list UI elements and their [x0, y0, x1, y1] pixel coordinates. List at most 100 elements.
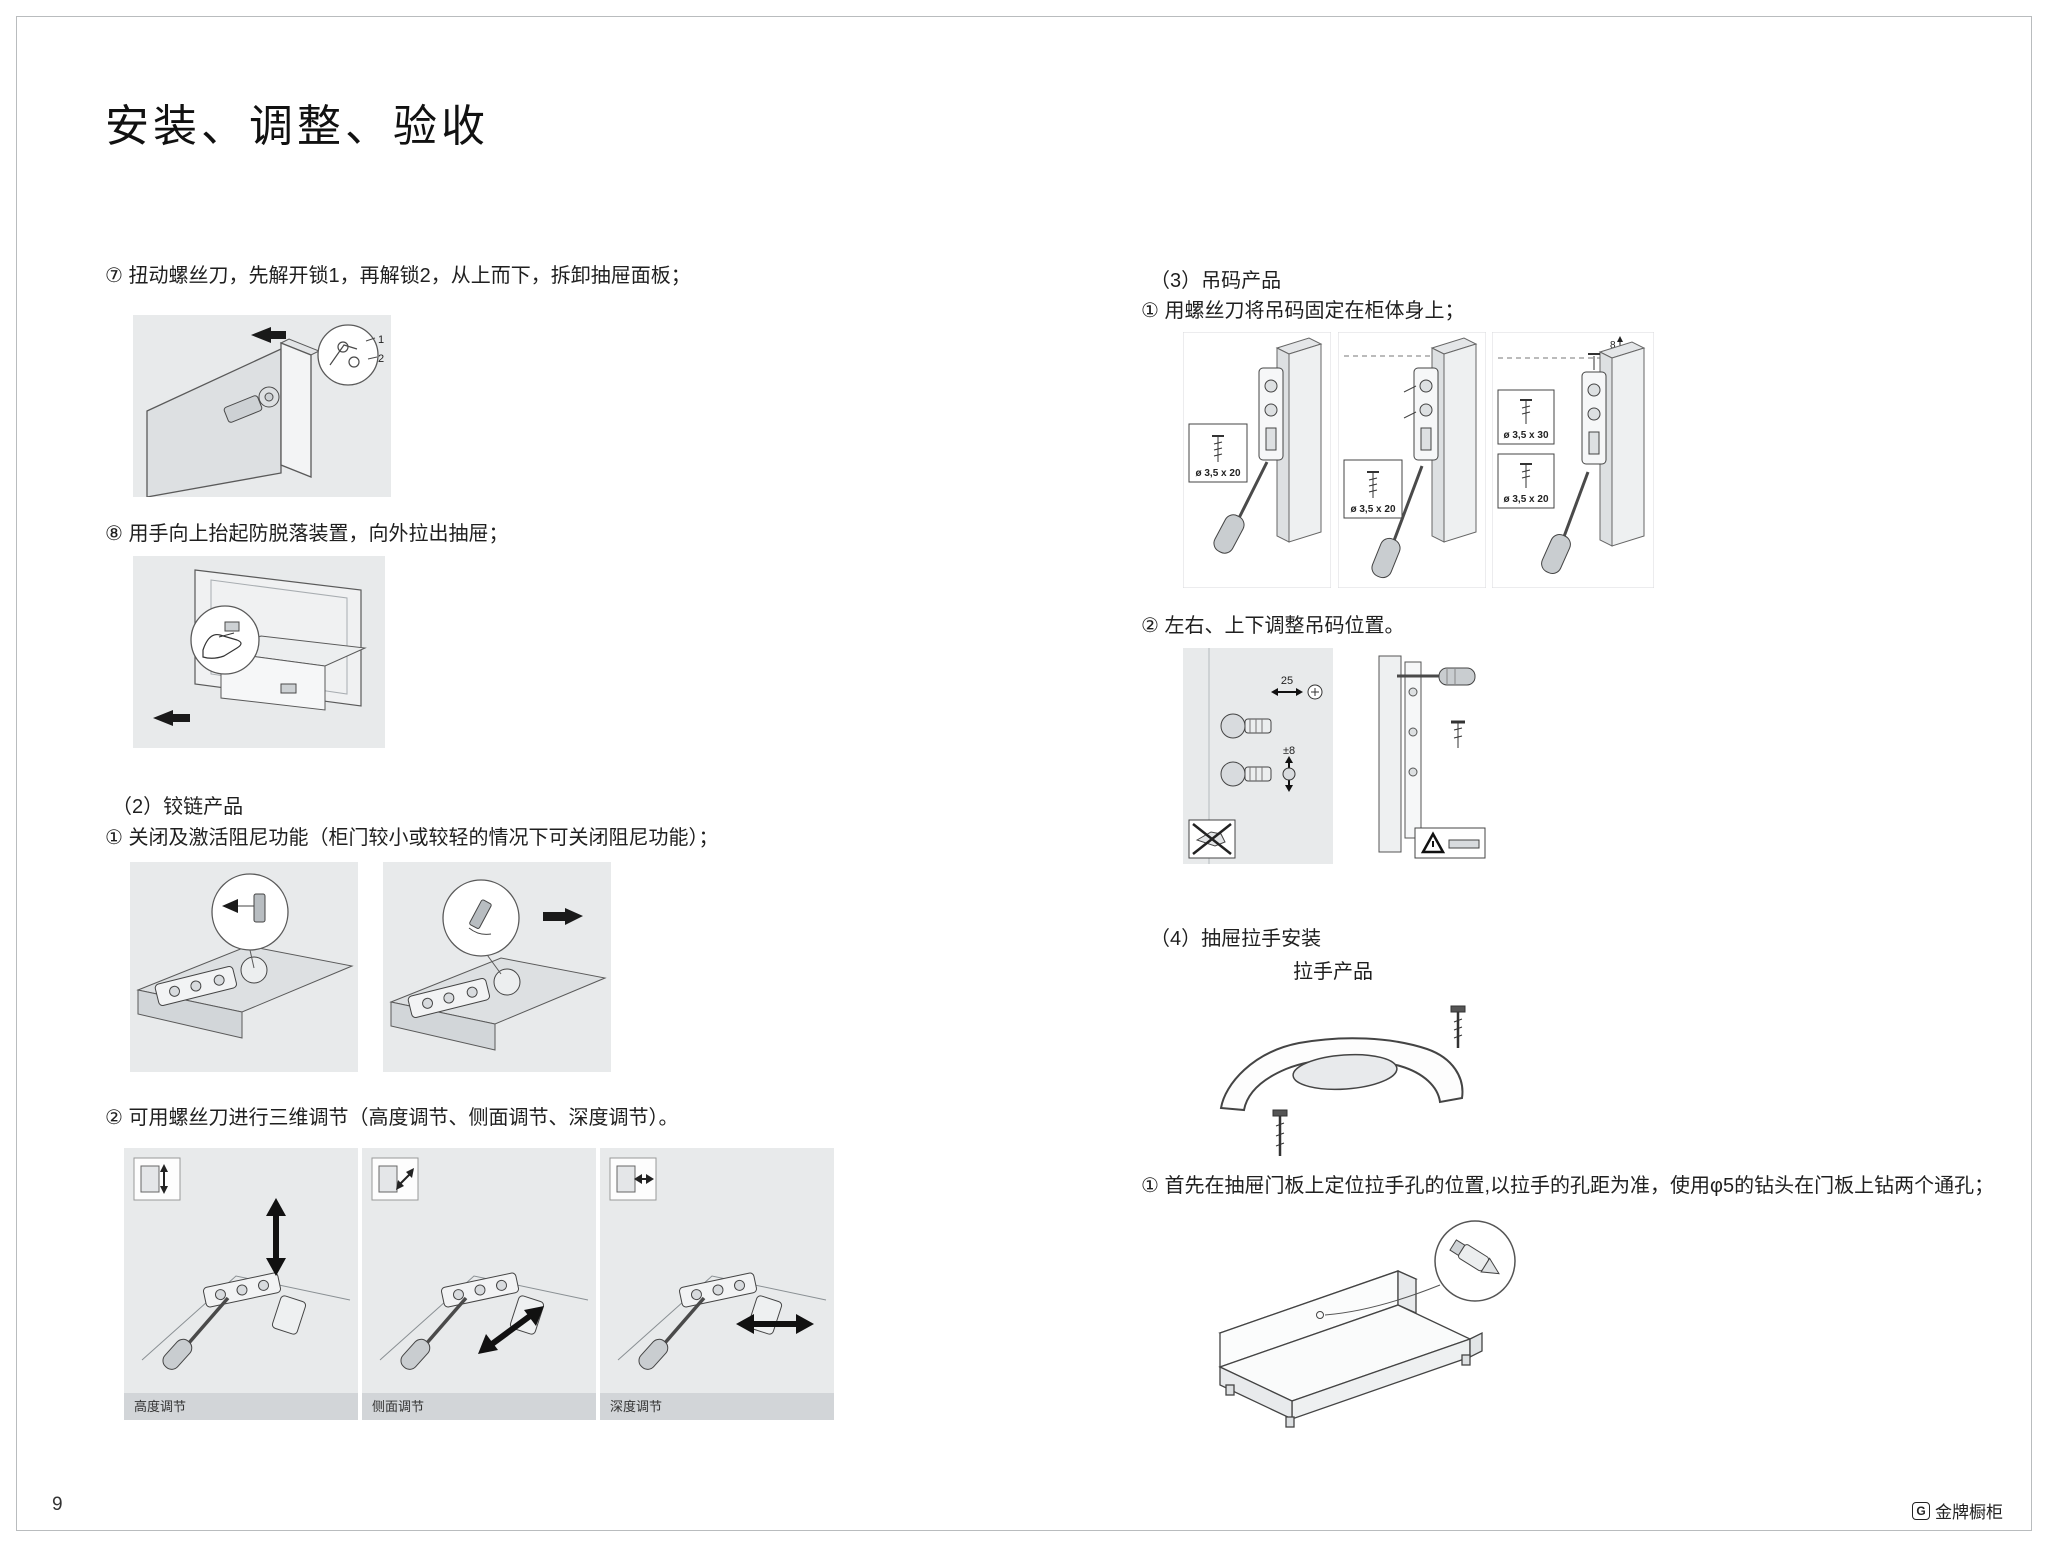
screwdriver-icon — [1371, 465, 1424, 579]
screw-size-label: ø 3,5 x 20 — [1497, 453, 1555, 509]
damper-lever-callout — [442, 879, 520, 957]
hinge-arm — [407, 977, 491, 1018]
caption-side: 侧面调节 — [372, 1399, 424, 1414]
caption-bar — [362, 1393, 596, 1420]
illustration-hinge-damper-off — [130, 862, 358, 1072]
no-power-tool-box — [1188, 819, 1236, 859]
screw-size-label: ø 3,5 x 20 — [1188, 423, 1248, 483]
damper-lever-callout — [211, 873, 289, 951]
screw-icon — [1272, 1109, 1288, 1156]
screw-icon — [1212, 435, 1224, 462]
hinge-arm — [440, 1272, 520, 1308]
mounting-plate — [271, 1295, 307, 1335]
hand-detail-callout — [190, 605, 260, 675]
horizontal-double-arrow-icon — [736, 1314, 814, 1334]
dim-25-label: 25 — [1281, 675, 1293, 687]
illustration-height-adjustment: 高度调节 — [124, 1148, 358, 1420]
hinge-arm — [202, 1272, 282, 1308]
lock-1-label: 1 — [378, 334, 384, 346]
illustration-bracket-fix-3: 8 ø 3,5 x 30 — [1492, 332, 1654, 588]
section-3-step-2: ② 左右、上下调整吊码位置。 — [1141, 615, 1405, 637]
screwdriver-icon — [1397, 667, 1476, 686]
caption-depth: 深度调节 — [610, 1399, 662, 1414]
cabinet-icon — [609, 1157, 657, 1201]
hanging-bracket — [1413, 367, 1439, 461]
illustration-bracket-adjustment: 25 ±8 — [1183, 648, 1488, 880]
rail-panel — [1378, 655, 1422, 853]
lock-detail-callout: 1 2 — [317, 324, 384, 386]
cabinet-side-panel — [1598, 341, 1646, 547]
adjust-knob — [1220, 713, 1272, 739]
screwdriver-icon — [162, 1296, 230, 1370]
screwdriver-icon — [1213, 461, 1269, 554]
drawer-side-panel — [146, 347, 282, 497]
hand-icon — [202, 633, 242, 659]
cabinet-side-panel — [1275, 337, 1323, 543]
illustration-hinge-damper-on — [383, 862, 611, 1072]
screw-size-label: ø 3,5 x 20 — [1343, 459, 1403, 519]
caption-height: 高度调节 — [134, 1399, 186, 1414]
illustration-drawer-pull-out — [133, 556, 385, 748]
screw-icon — [1520, 399, 1532, 424]
illustration-depth-adjustment: 深度调节 — [600, 1148, 834, 1420]
section-3-title: （3）吊码产品 — [1150, 270, 1282, 292]
warning-box — [1414, 827, 1486, 859]
screw-icon — [1588, 353, 1600, 370]
screw-size-label: ø 3,5 x 30 — [1497, 389, 1555, 445]
hinge-arm — [154, 965, 238, 1006]
dim-8-label: 8 — [1610, 340, 1616, 351]
brand-g-icon: G — [1912, 1501, 1930, 1520]
illustration-drawer-drilling — [1190, 1205, 1530, 1477]
arrow-right-icon — [543, 908, 583, 925]
page-number: 9 — [52, 1494, 63, 1515]
adjust-knob — [1220, 761, 1272, 787]
hinge-cup — [240, 956, 268, 984]
section-3-step-1: ① 用螺丝刀将吊码固定在柜体身上； — [1141, 300, 1465, 322]
step-7-text: ⑦ 扭动螺丝刀，先解开锁1，再解锁2，从上而下，拆卸抽屉面板； — [105, 265, 691, 287]
screw-icon — [1367, 471, 1379, 498]
screw-label-3: ø 3,5 x 30 — [1503, 430, 1548, 441]
illustration-side-adjustment: 侧面调节 — [362, 1148, 596, 1420]
screwdriver-icon — [638, 1296, 706, 1370]
hanging-bracket — [1258, 367, 1284, 461]
handle-icon — [1219, 1037, 1464, 1112]
arrow-left-icon — [153, 710, 190, 726]
caption-bar — [600, 1393, 834, 1420]
lock-2-label: 2 — [378, 353, 384, 365]
hinge-arm — [678, 1272, 758, 1308]
diagonal-double-arrow-icon — [478, 1306, 544, 1354]
dimension-pm8: ±8 — [1282, 745, 1296, 792]
section-4-step-1: ① 首先在抽屉门板上定位拉手孔的位置,以拉手的孔距为准，使用φ5的钻头在门板上钻… — [1141, 1175, 1995, 1197]
warning-triangle-icon — [1420, 831, 1446, 854]
dim-pm8-label: ±8 — [1283, 745, 1295, 757]
section-2-step-2: ② 可用螺丝刀进行三维调节（高度调节、侧面调节、深度调节）。 — [105, 1107, 679, 1129]
screwdriver-icon — [1541, 471, 1590, 574]
cabinet-side-panel — [1430, 337, 1478, 543]
hanging-bracket — [1581, 371, 1607, 465]
drill-hole-mark — [1316, 1311, 1324, 1319]
screw-label-2: ø 3,5 x 20 — [1350, 504, 1395, 515]
brand-logo: G 金牌橱柜 — [1912, 1498, 2003, 1523]
section-2-step-1: ① 关闭及激活阻尼功能（柜门较小或较轻的情况下可关闭阻尼功能）； — [105, 827, 719, 849]
step-8-text: ⑧ 用手向上抬起防脱落装置，向外拉出抽屉； — [105, 523, 509, 545]
cabinet-icon — [371, 1157, 419, 1201]
lock-latch — [223, 386, 280, 423]
arrow-left-icon — [222, 899, 238, 913]
handle-product-label: 拉手产品 — [1293, 961, 1373, 983]
section-4-title: （4）抽屉拉手安装 — [1150, 928, 1322, 950]
hinge-cup — [493, 968, 521, 996]
caption-bar — [124, 1393, 358, 1420]
callout-leader-line — [1324, 1284, 1441, 1316]
drill-bit-callout — [1434, 1220, 1516, 1302]
section-2-title: （2）铰链产品 — [112, 796, 244, 818]
vertical-double-arrow-icon — [266, 1198, 286, 1276]
cabinet-icon — [133, 1157, 181, 1201]
screw-icon — [1520, 463, 1532, 488]
brand-name: 金牌橱柜 — [1935, 1503, 2003, 1522]
drawer-tray — [1218, 1269, 1483, 1428]
illustration-drawer-panel-removal: 1 2 — [133, 315, 391, 497]
screwdriver-icon — [400, 1296, 468, 1370]
illustration-bracket-fix-2: ø 3,5 x 20 — [1338, 332, 1486, 588]
illustration-handle-product — [1195, 988, 1485, 1168]
